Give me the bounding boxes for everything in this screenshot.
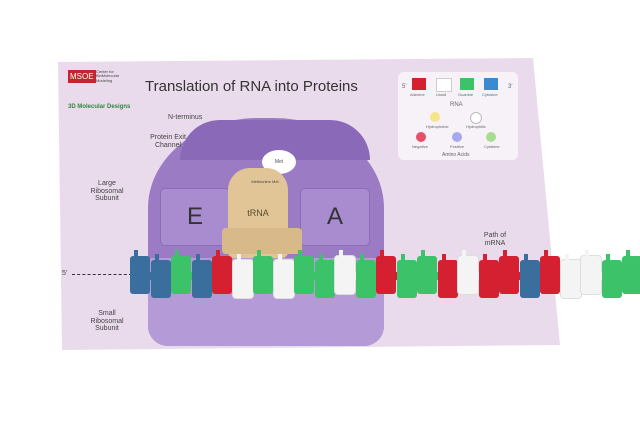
nucleotide-piece-G xyxy=(253,250,279,294)
nucleotide-piece-G xyxy=(355,254,382,298)
mrna-path-line xyxy=(72,274,132,275)
legend-amino-acids: Amino Acids xyxy=(442,152,470,158)
nucleotide-piece-U xyxy=(232,254,259,298)
nucleotide-piece-C xyxy=(519,254,546,298)
nucleotide-piece-G xyxy=(171,250,197,294)
nucleotide-piece-U xyxy=(335,250,361,294)
legend-cysteine: Cysteine xyxy=(484,144,500,149)
legend-rna: RNA xyxy=(450,102,463,108)
nucleotide-piece-G xyxy=(396,254,423,298)
trna-label: tRNA xyxy=(247,208,269,218)
legend-positive: Positive xyxy=(450,144,465,149)
legend-uracil: Uracil xyxy=(436,92,447,97)
nucleotide-piece-A xyxy=(376,250,402,294)
adenine-piece-icon xyxy=(412,78,426,90)
nucleotide-piece-A xyxy=(540,250,566,294)
methionine-label: Methionine Met xyxy=(251,179,279,184)
nucleotide-piece-G xyxy=(294,250,320,294)
five-prime-label: 5' xyxy=(62,270,68,277)
nucleotide-piece-C xyxy=(191,254,218,298)
hydrophobic-icon xyxy=(430,112,440,122)
msoe-logo: MSOE xyxy=(68,70,96,83)
nucleotide-piece-C xyxy=(150,254,177,298)
nucleotide-piece-U xyxy=(458,250,484,294)
nucleotide-piece-A xyxy=(212,250,238,294)
legend-5prime: 5' xyxy=(402,84,407,90)
trna-anticodon xyxy=(222,228,302,254)
guanine-piece-icon xyxy=(460,78,474,90)
legend-hydrophilic: Hydrophilic xyxy=(466,124,486,129)
cytosine-piece-icon xyxy=(484,78,498,90)
nucleotide-piece-A xyxy=(437,254,464,298)
legend-3prime: 3' xyxy=(508,84,513,90)
nucleotide-piece-U xyxy=(273,254,300,298)
page-title: Translation of RNA into Proteins xyxy=(145,78,358,95)
nucleotide-piece-U xyxy=(560,254,587,298)
path-of-mrna-label: Path of mRNA xyxy=(483,232,507,247)
nucleotide-piece-A xyxy=(478,254,505,298)
legend-card: 5' 3' Adenine Uracil Guanine Cytosine RN… xyxy=(398,72,518,160)
e-site: E xyxy=(160,188,230,246)
nucleotide-piece-A xyxy=(499,250,525,294)
cysteine-icon xyxy=(486,132,496,142)
a-site: A xyxy=(300,188,370,246)
nucleotide-piece-G xyxy=(601,254,628,298)
3d-molecular-designs-logo: 3D Molecular Designs xyxy=(68,104,131,110)
legend-hydrophobic: Hydrophobic xyxy=(426,124,449,129)
n-terminus-label: N-terminus xyxy=(168,114,203,121)
legend-negative: Negative xyxy=(412,144,428,149)
legend-adenine: Adenine xyxy=(410,92,425,97)
legend-cytosine: Cytosine xyxy=(482,92,498,97)
uracil-piece-icon xyxy=(436,78,452,92)
exit-channel-label: Protein Exit Channel xyxy=(150,134,186,149)
small-subunit-label: Small Ribosomal Subunit xyxy=(90,310,124,333)
negative-icon xyxy=(416,132,426,142)
hydrophilic-icon xyxy=(470,112,482,124)
legend-guanine: Guanine xyxy=(458,92,474,97)
center-logo-text: Center for BioMolecular Modeling xyxy=(96,69,120,83)
nucleotide-piece-U xyxy=(581,250,607,294)
nucleotide-piece-G xyxy=(417,250,443,294)
nucleotide-piece-C xyxy=(130,250,156,294)
large-subunit-label: Large Ribosomal Subunit xyxy=(90,180,124,203)
nucleotide-piece-G xyxy=(622,250,640,294)
nucleotide-piece-G xyxy=(314,254,341,298)
positive-icon xyxy=(452,132,462,142)
